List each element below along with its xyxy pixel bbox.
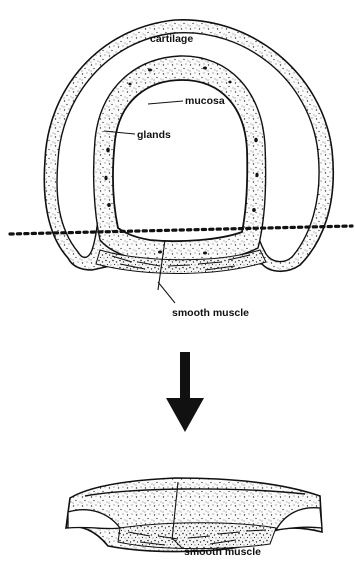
glands-label: glands <box>137 129 171 141</box>
smooth-muscle-leader-top <box>158 282 175 303</box>
cartilage-label: cartilage <box>150 33 193 45</box>
isolated-smooth-muscle-strip: smooth muscle <box>66 478 322 558</box>
strip-muscle-band <box>118 523 276 549</box>
mucosa-label: mucosa <box>185 95 225 107</box>
trachea-cross-section: cartilage mucosa glands smooth muscle <box>44 20 333 319</box>
down-arrow-icon <box>166 352 204 432</box>
smooth-muscle-label-top: smooth muscle <box>172 307 249 319</box>
lumen <box>113 80 247 241</box>
smooth-muscle-label-bottom: smooth muscle <box>184 546 261 558</box>
